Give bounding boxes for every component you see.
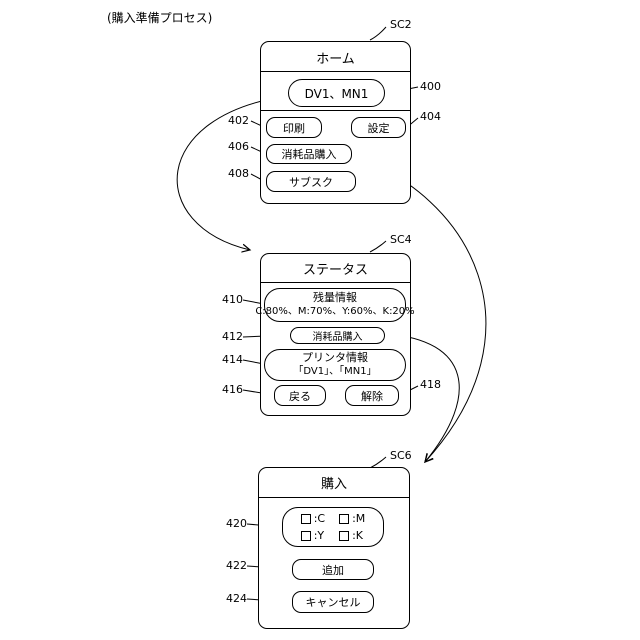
- subscription-button[interactable]: サブスク: [266, 171, 356, 192]
- ref-414: 414: [222, 353, 243, 366]
- ref-404: 404: [420, 110, 441, 123]
- sc4-ref-leader: [370, 241, 386, 252]
- purchase-supplies-button[interactable]: 消耗品購入: [266, 144, 352, 164]
- checkbox-m-label: :M: [352, 512, 365, 525]
- sc2-ref-leader: [370, 27, 386, 40]
- sc6-ref-label: SC6: [390, 449, 412, 462]
- printer-info-panel: プリンタ情報 「DV1」、「MN1」: [264, 349, 406, 381]
- home-title-divider: [261, 71, 410, 72]
- sc2-ref-label: SC2: [390, 18, 412, 31]
- back-button[interactable]: 戻る: [274, 385, 326, 406]
- checkbox-square-icon: [339, 531, 349, 541]
- cancel-button[interactable]: キャンセル: [292, 591, 374, 613]
- release-button[interactable]: 解除: [345, 385, 399, 406]
- checkbox-square-icon: [301, 531, 311, 541]
- checkbox-grid: :C :M :Y :K: [301, 512, 366, 542]
- purchase-title-divider: [259, 497, 409, 498]
- home-screen-title: ホーム: [260, 48, 411, 67]
- status-purchase-supplies-button[interactable]: 消耗品購入: [290, 327, 385, 344]
- purchase-screen-title: 購入: [258, 473, 410, 492]
- checkbox-c[interactable]: :C: [301, 512, 325, 525]
- checkbox-square-icon: [301, 514, 311, 524]
- checkbox-square-icon: [339, 514, 349, 524]
- ref-400: 400: [420, 80, 441, 93]
- checkbox-c-label: :C: [314, 512, 325, 525]
- ref-418: 418: [420, 378, 441, 391]
- settings-button[interactable]: 設定: [351, 117, 406, 138]
- ref-424: 424: [226, 592, 247, 605]
- checkbox-k[interactable]: :K: [339, 529, 365, 542]
- status-title-divider: [261, 282, 410, 283]
- checkbox-y-label: :Y: [314, 529, 324, 542]
- device-button[interactable]: DV1、MN1: [288, 79, 385, 107]
- ref-416: 416: [222, 383, 243, 396]
- print-button[interactable]: 印刷: [266, 117, 322, 138]
- ref-422: 422: [226, 559, 247, 572]
- ref-408: 408: [228, 167, 249, 180]
- checkbox-m[interactable]: :M: [339, 512, 365, 525]
- ref-406: 406: [228, 140, 249, 153]
- remaining-info-values: C:80%、M:70%、Y:60%、K:20%: [255, 305, 414, 319]
- ref-410: 410: [222, 293, 243, 306]
- checkbox-y[interactable]: :Y: [301, 529, 325, 542]
- add-button[interactable]: 追加: [292, 559, 374, 580]
- ref-420: 420: [226, 517, 247, 530]
- sc4-ref-label: SC4: [390, 233, 412, 246]
- printer-info-values: 「DV1」、「MN1」: [293, 365, 376, 379]
- home-device-divider: [261, 110, 410, 111]
- ref-412: 412: [222, 330, 243, 343]
- checkbox-k-label: :K: [352, 529, 363, 542]
- color-checkbox-group: :C :M :Y :K: [282, 507, 384, 547]
- status-screen-title: ステータス: [260, 259, 411, 278]
- remaining-info-panel: 残量情報 C:80%、M:70%、Y:60%、K:20%: [264, 288, 406, 322]
- ref-402: 402: [228, 114, 249, 127]
- printer-info-title: プリンタ情報: [302, 351, 368, 365]
- remaining-info-title: 残量情報: [313, 291, 357, 305]
